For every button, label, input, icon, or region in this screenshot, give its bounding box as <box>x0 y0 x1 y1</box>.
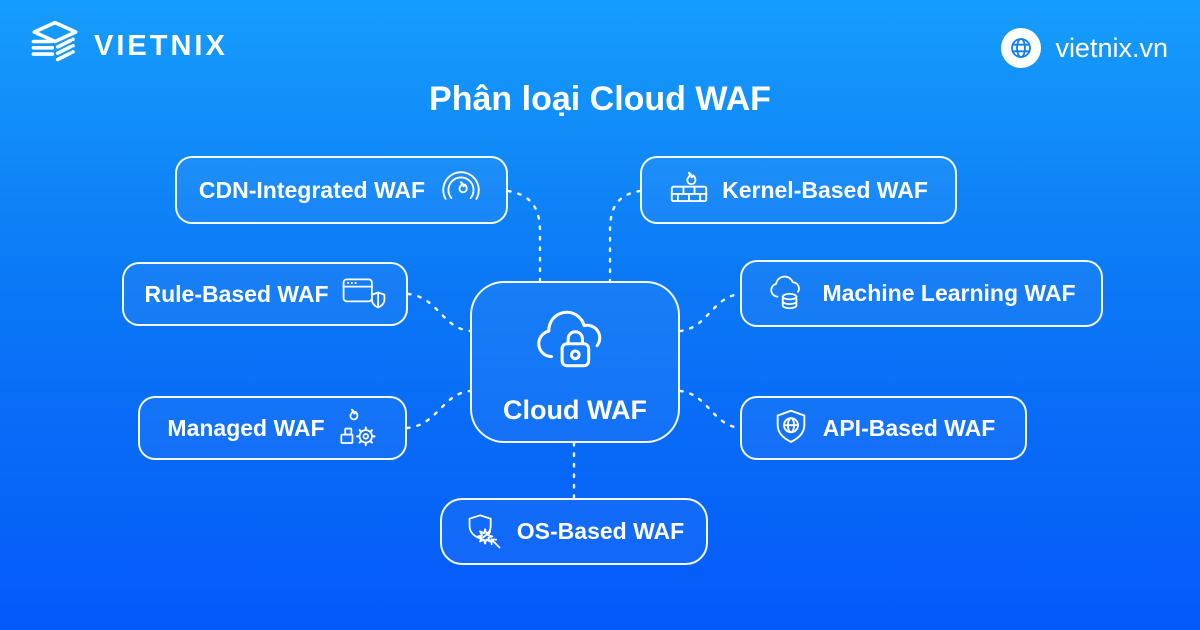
node-api-label: API-Based WAF <box>822 414 996 441</box>
node-cloud-waf-center: Cloud WAF <box>470 281 680 443</box>
website-url: vietnix.vn <box>1055 32 1168 63</box>
node-rule-label: Rule-Based WAF <box>144 280 329 307</box>
cloud-lock-icon <box>529 305 621 387</box>
firewall-flame-icon <box>669 171 709 209</box>
node-os-label: OS-Based WAF <box>516 518 685 544</box>
shield-attack-icon <box>464 512 504 552</box>
connector-managed-center <box>405 389 472 430</box>
browser-shield-icon <box>342 277 386 311</box>
node-os-based-waf: OS-Based WAF <box>440 498 708 565</box>
node-kernel-based-waf: Kernel-Based WAF <box>640 156 957 224</box>
node-rule-based-waf: Rule-Based WAF <box>122 262 408 326</box>
shield-globe-icon <box>772 408 810 448</box>
flame-gear-icon <box>338 408 378 448</box>
node-api-based-waf: API-Based WAF <box>740 396 1027 460</box>
connector-center-api <box>678 389 742 430</box>
connector-rule-center <box>406 292 472 333</box>
node-ml-label: Machine Learning WAF <box>822 280 1076 306</box>
vietnix-stack-logo-icon <box>28 18 82 74</box>
connector-kernel-center <box>608 189 642 283</box>
globe-icon <box>1001 28 1042 68</box>
node-cdn-label: CDN-Integrated WAF <box>198 176 426 203</box>
website-badge: vietnix.vn <box>1001 28 1168 68</box>
node-cdn-integrated-waf: CDN-Integrated WAF <box>175 156 508 224</box>
node-managed-label: Managed WAF <box>167 414 325 441</box>
page-title: Phân loại Cloud WAF <box>429 80 771 118</box>
connector-cdn-center <box>506 189 542 283</box>
cloud-database-icon <box>767 275 809 313</box>
center-label: Cloud WAF <box>503 394 647 425</box>
node-managed-waf: Managed WAF <box>138 396 407 460</box>
flame-broadcast-icon <box>438 167 484 213</box>
node-kernel-label: Kernel-Based WAF <box>722 176 928 203</box>
connector-center-ml <box>678 292 742 333</box>
brand-logo: VIETNIX <box>28 18 228 74</box>
brand-name: VIETNIX <box>94 29 228 62</box>
node-machine-learning-waf: Machine Learning WAF <box>740 260 1103 327</box>
